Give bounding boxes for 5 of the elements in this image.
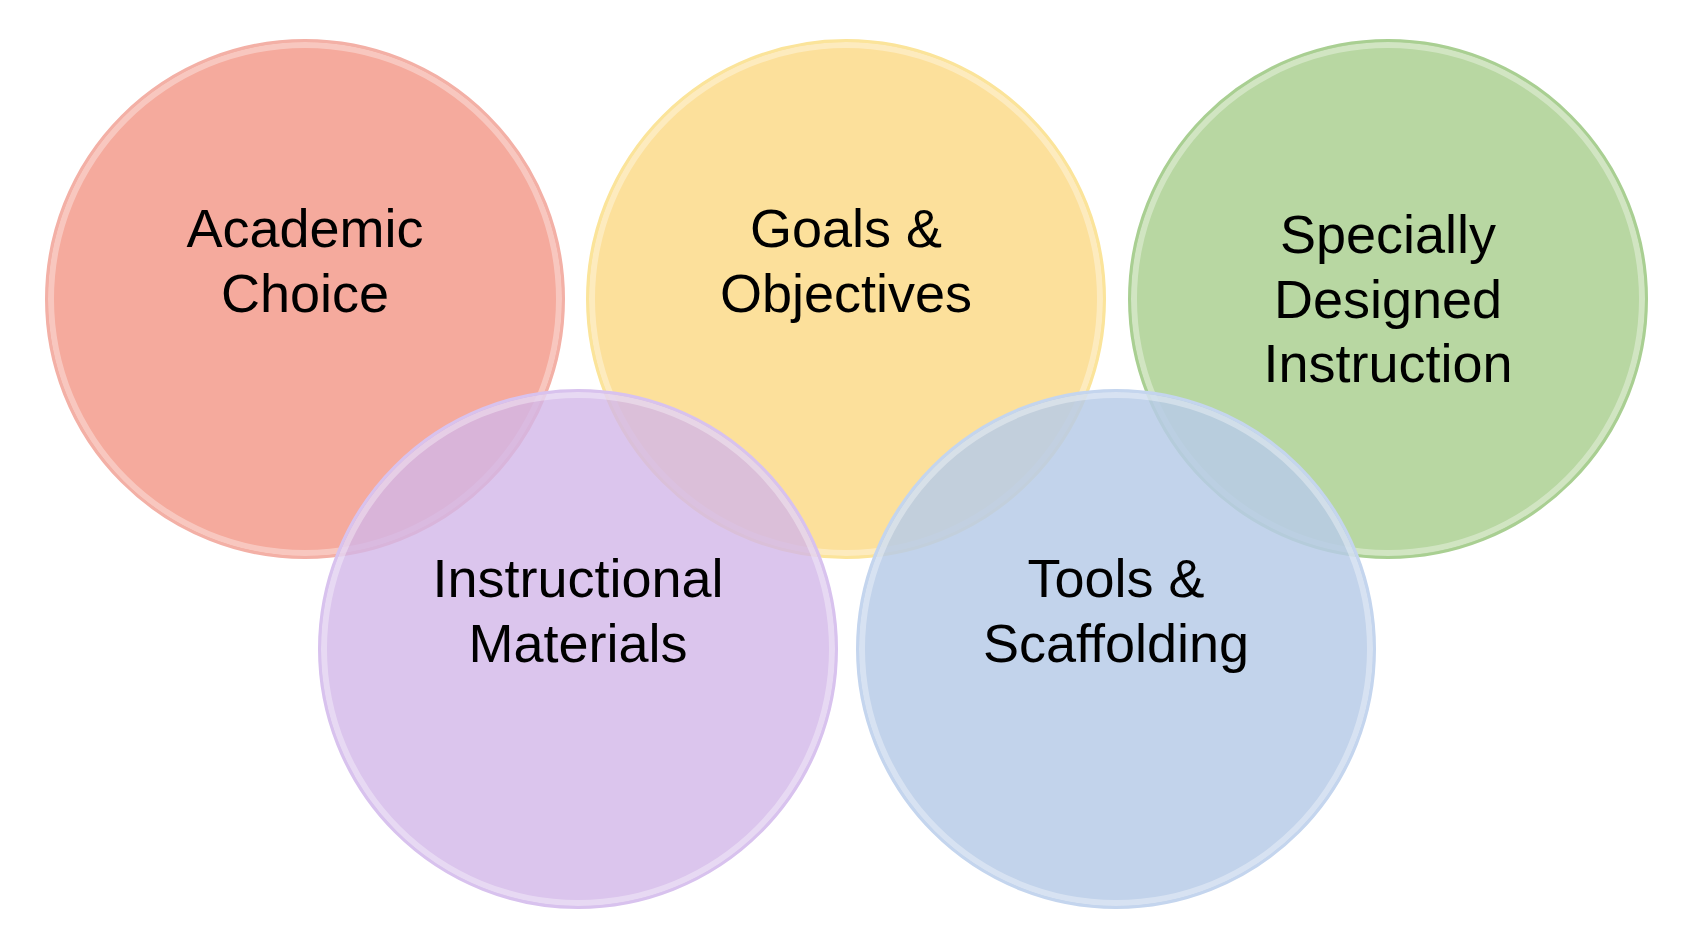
circle-label: Tools & Scaffolding [981, 547, 1251, 675]
circle-label: Instructional Materials [431, 547, 725, 675]
circle-label: Goals & Objectives [718, 197, 974, 325]
circle-label: Academic Choice [185, 197, 425, 325]
circle-label: Specially Designed Instruction [1262, 202, 1514, 396]
